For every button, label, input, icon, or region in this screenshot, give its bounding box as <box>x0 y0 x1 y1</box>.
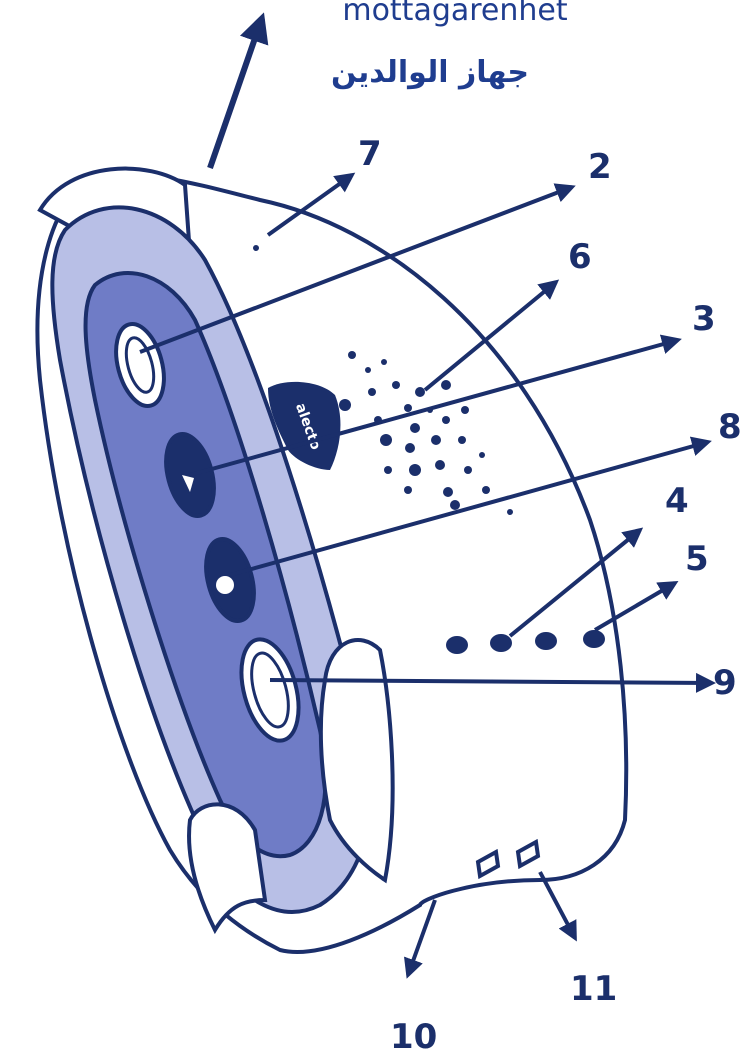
buttons <box>114 322 301 743</box>
callout-4: 4 <box>665 481 689 521</box>
arrow-9 <box>269 672 716 693</box>
right-clip <box>318 638 395 884</box>
title-line-2: جهاز الوالدين <box>331 55 529 90</box>
arrow-3 <box>189 334 682 477</box>
callout-9: 9 <box>713 663 737 703</box>
callout-10: 10 <box>390 1017 437 1053</box>
brand-logo: alecto <box>268 381 341 470</box>
callout-3: 3 <box>692 299 716 339</box>
callout-5: 5 <box>685 539 709 579</box>
callout-2: 2 <box>588 147 612 187</box>
callout-8: 8 <box>718 407 742 447</box>
callout-7: 7 <box>358 134 382 174</box>
title-arrow <box>207 12 269 169</box>
button-8-symbol <box>216 576 234 594</box>
button-9-inner <box>250 651 290 729</box>
arrow-2 <box>139 183 576 354</box>
arrow-4 <box>508 527 644 638</box>
callout-11: 11 <box>570 969 617 1009</box>
callout-6: 6 <box>568 237 592 277</box>
arrow-6 <box>423 279 560 392</box>
arrow-10 <box>404 899 437 979</box>
arrow-11 <box>538 871 577 942</box>
callout-arrows <box>139 172 716 979</box>
arrow-7 <box>266 172 356 237</box>
arrow-5 <box>593 580 679 632</box>
microphone-dot <box>253 245 259 251</box>
button-9 <box>239 637 301 743</box>
title-line-1: mottagarenhet <box>342 0 568 28</box>
bottom-clip <box>187 802 268 935</box>
receiver-unit <box>35 166 629 954</box>
button-2-inner <box>124 336 156 394</box>
callout-labels: 7 2 6 3 8 4 5 9 10 11 <box>358 134 742 1053</box>
speaker-grille <box>339 351 513 515</box>
indicator-lights <box>446 630 605 654</box>
button-3-symbol <box>182 475 194 492</box>
connectors <box>475 838 541 880</box>
arrow-8 <box>229 436 712 577</box>
